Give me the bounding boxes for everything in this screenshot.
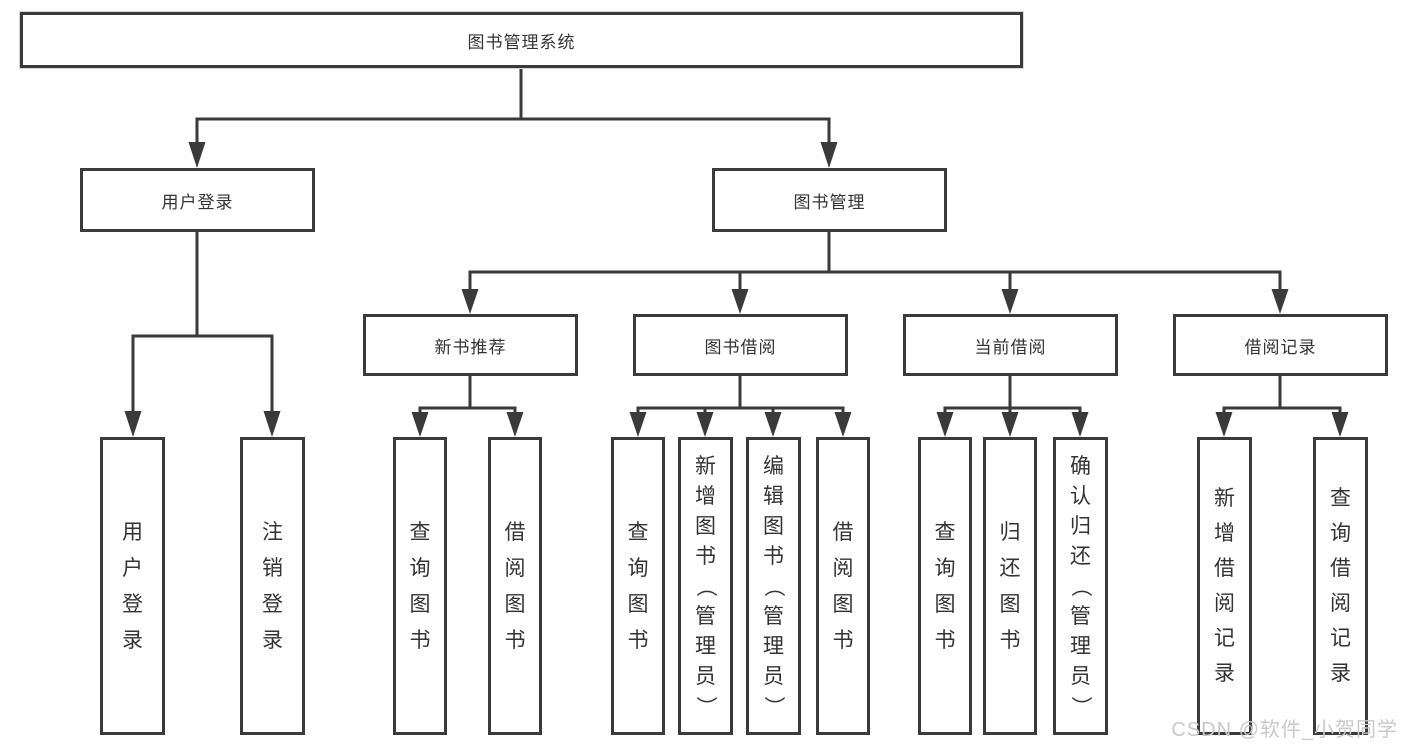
arrowheads (124, 142, 1349, 437)
node-label: 查询图书 (934, 520, 956, 652)
node-label: 新增借阅记录 (1214, 487, 1235, 685)
node-label: 当前借阅 (974, 337, 1047, 357)
node-label: 注销登录 (262, 520, 283, 652)
node-label: 借阅图书 (832, 520, 854, 652)
node-label: 确认归还（管理员） (1069, 454, 1092, 717)
leaf-logout: 注销登录 (240, 437, 305, 735)
node-book-borrowing: 图书借阅 (633, 314, 848, 376)
node-label: 查询图书 (409, 520, 431, 652)
node-new-book-recommend: 新书推荐 (363, 314, 578, 376)
node-label: 新书推荐 (434, 337, 507, 357)
leaf-query-books-2: 查询图书 (611, 437, 665, 735)
watermark: CSDN @软件_小贺同学 (1171, 719, 1398, 741)
node-label: 归还图书 (999, 520, 1021, 652)
node-label: 新增图书（管理员） (694, 454, 717, 717)
node-label: 用户登录 (122, 520, 143, 652)
node-book-management-system: 图书管理系统 (20, 12, 1023, 68)
node-label: 图书管理系统 (467, 32, 576, 52)
node-label: 借阅记录 (1244, 337, 1317, 357)
node-current-borrowing: 当前借阅 (903, 314, 1118, 376)
leaf-query-books-1: 查询图书 (393, 437, 447, 735)
node-book-management: 图书管理 (712, 168, 947, 232)
leaf-return-books: 归还图书 (983, 437, 1037, 735)
node-label: 借阅图书 (504, 520, 526, 652)
node-borrowing-records: 借阅记录 (1173, 314, 1388, 376)
node-user-login: 用户登录 (80, 168, 315, 232)
node-label: 查询借阅记录 (1330, 487, 1351, 685)
node-label: 编辑图书（管理员） (762, 454, 785, 717)
leaf-query-books-3: 查询图书 (918, 437, 972, 735)
leaf-edit-book-admin: 编辑图书（管理员） (746, 437, 801, 735)
leaf-borrow-books-2: 借阅图书 (816, 437, 870, 735)
leaf-add-borrow-record: 新增借阅记录 (1197, 437, 1252, 735)
leaf-add-book-admin: 新增图书（管理员） (678, 437, 733, 735)
leaf-confirm-return-admin: 确认归还（管理员） (1053, 437, 1108, 735)
node-label: 查询图书 (627, 520, 649, 652)
node-label: 用户登录 (161, 192, 234, 212)
leaf-query-borrow-record: 查询借阅记录 (1313, 437, 1368, 735)
leaf-borrow-books-1: 借阅图书 (488, 437, 542, 735)
node-label: 图书管理 (793, 192, 866, 212)
leaf-user-login: 用户登录 (100, 437, 165, 735)
node-label: 图书借阅 (704, 337, 777, 357)
